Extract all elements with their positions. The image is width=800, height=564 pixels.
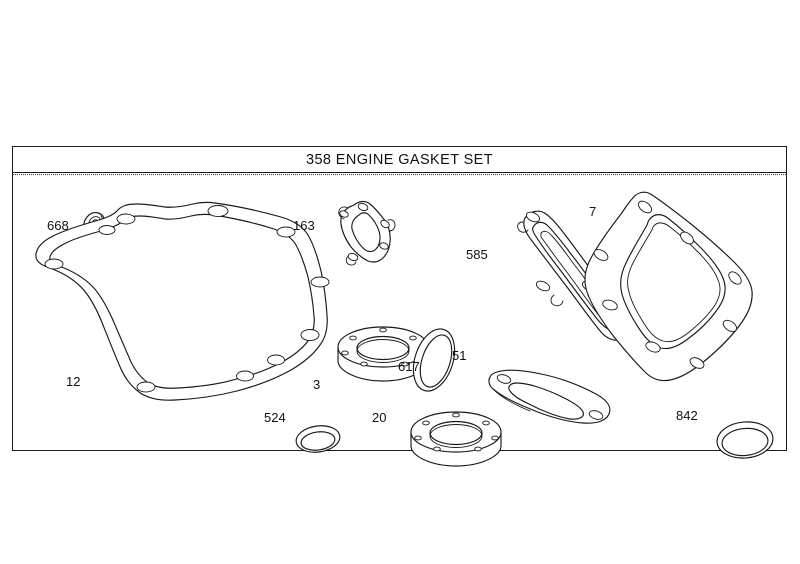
diagram-title-bar: 358 ENGINE GASKET SET <box>13 147 786 173</box>
part-7-head-gasket <box>585 192 752 380</box>
title-separator <box>13 174 786 175</box>
callout-51: 51 <box>452 348 467 363</box>
part-842-o-ring <box>716 420 775 461</box>
parts-illustration-layer <box>13 175 788 451</box>
parts-canvas <box>13 175 786 451</box>
callout-842: 842 <box>676 408 698 423</box>
part-12-crankcase-gasket <box>36 202 329 400</box>
callout-20: 20 <box>372 410 387 425</box>
callout-7: 7 <box>589 204 597 219</box>
callout-524: 524 <box>264 410 286 425</box>
callout-12: 12 <box>66 374 81 389</box>
callout-617: 617 <box>398 359 420 374</box>
part-3-bearing-ring <box>338 327 428 381</box>
part-163-flange-gasket <box>339 201 395 265</box>
callout-585: 585 <box>466 247 488 262</box>
page-title: 358 ENGINE GASKET SET <box>305 151 494 168</box>
part-20-bearing-ring <box>411 412 501 466</box>
diagram-frame: 358 ENGINE GASKET SET <box>12 146 787 451</box>
part-524-o-ring <box>294 423 341 455</box>
part-617-o-ring <box>406 324 462 397</box>
callout-163: 163 <box>293 218 315 233</box>
part-51-intake-gasket <box>489 370 610 423</box>
callout-668: 668 <box>47 218 69 233</box>
callout-3: 3 <box>313 377 321 392</box>
